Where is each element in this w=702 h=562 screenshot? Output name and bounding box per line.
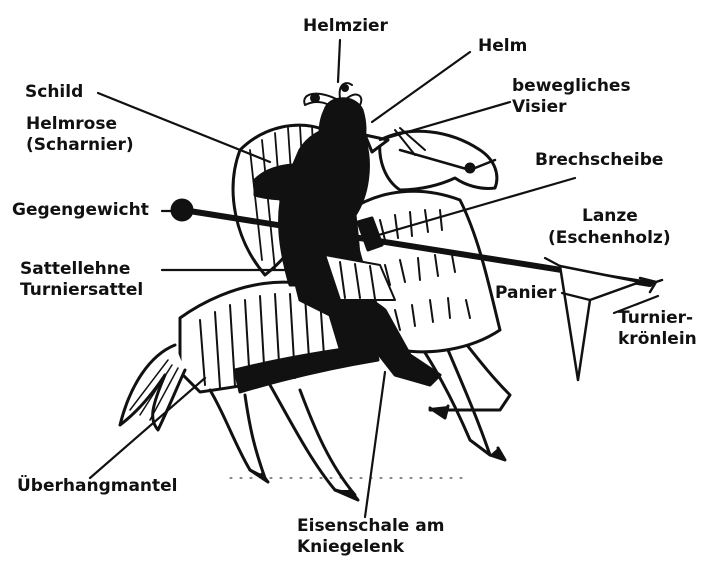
horse-hind-leg-left (210, 390, 265, 478)
label-gegengewicht: Gegengewicht (12, 200, 149, 221)
knight-helmet (320, 99, 365, 162)
label-helmzier: Helmzier (303, 16, 388, 37)
counterweight (172, 200, 192, 220)
label-ueberhangmantel: Überhangmantel (17, 476, 178, 497)
label-turnierkroenlein: Turnier-krönlein (618, 308, 697, 350)
horse-tail (120, 345, 185, 430)
label-lanze: Lanze (582, 206, 638, 227)
label-eschenholz: (Eschenholz) (548, 228, 671, 249)
leader-helm (372, 52, 470, 122)
label-helmrose: Helmrose(Scharnier) (26, 114, 134, 156)
leader-eisenschale (365, 372, 385, 517)
horse-hind-leg-right (270, 385, 355, 495)
label-schild: Schild (25, 82, 83, 103)
label-helm: Helm (478, 36, 527, 57)
label-panier: Panier (495, 283, 556, 304)
leader-helmzier (338, 40, 340, 82)
label-brechscheibe: Brechscheibe (535, 150, 663, 171)
